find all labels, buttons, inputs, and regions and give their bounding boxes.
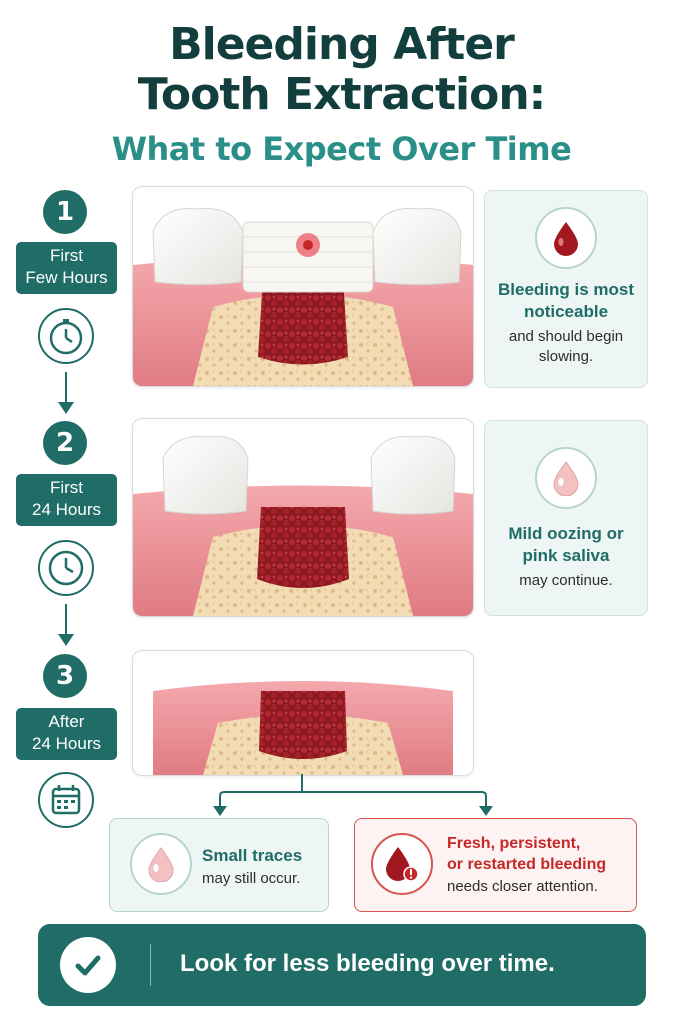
outcome-warning-card: Fresh, persistent, or restarted bleeding… [354,818,637,912]
footer-banner: Look for less bleeding over time. [38,924,646,1006]
page-title-line-2: Tooth Extraction: [137,69,547,120]
outcome-minor-strong: Small traces [202,846,303,865]
stopwatch-icon [38,308,94,364]
page-title-line-1: Bleeding After [169,19,515,70]
outcome-minor-card: Small traces may still occur. [109,818,329,912]
step-2-card-body-1: may continue. [519,572,613,589]
step-2-info-card: Mild oozing or pink saliva may continue. [484,420,648,616]
blood-drop-light-icon [535,447,597,509]
checkmark-icon [60,937,116,993]
step-1-label-line-2: Few Hours [25,268,108,287]
arrow-down-2 [65,604,67,638]
outcome-warning-strong-1: Fresh, persistent, [447,835,581,852]
blood-drop-light-icon [130,833,192,895]
step-1-illustration [132,186,474,387]
step-3-illustration [132,650,474,776]
outcome-warning-body: needs closer attention. [447,878,598,895]
step-2-label-line-2: 24 Hours [32,500,101,519]
step-2-card-strong-2: pink saliva [522,546,610,565]
step-2-label: First 24 Hours [16,474,117,526]
step-1-label-line-1: First [49,246,84,265]
step-1-card-strong-1: Bleeding is most [497,280,635,299]
footer-message: Look for less bleeding over time. [180,950,555,977]
arrow-down-1 [65,372,67,406]
step-2-illustration [132,418,474,617]
step-3-label: After 24 Hours [16,708,117,760]
step-3-number: 3 [43,654,87,698]
calendar-icon [38,772,94,828]
arrow-head-1 [58,402,74,414]
branch-arrows [213,774,493,816]
step-1-card-body-1: and should begin [508,328,624,345]
step-1-number: 1 [43,190,87,234]
step-3-label-line-2: 24 Hours [32,734,101,753]
step-1-info-card: Bleeding is most noticeable and should b… [484,190,648,388]
footer-divider [150,944,151,986]
step-1-card-body-2: slowing. [538,348,594,365]
step-3-label-line-1: After [48,712,85,731]
step-1-card-strong-2: noticeable [523,302,609,321]
arrow-head-2 [58,634,74,646]
outcome-minor-body: may still occur. [202,870,301,887]
step-2-label-line-1: First [49,478,84,497]
step-2-number: 2 [43,421,87,465]
blood-drop-dark-icon [535,207,597,269]
page-subtitle: What to Expect Over Time [111,130,572,168]
step-2-card-strong-1: Mild oozing or [508,524,624,543]
clock-icon [38,540,94,596]
outcome-warning-strong-2: or restarted bleeding [447,856,607,873]
blood-drop-warning-icon [371,833,433,895]
step-1-label: First Few Hours [16,242,117,294]
